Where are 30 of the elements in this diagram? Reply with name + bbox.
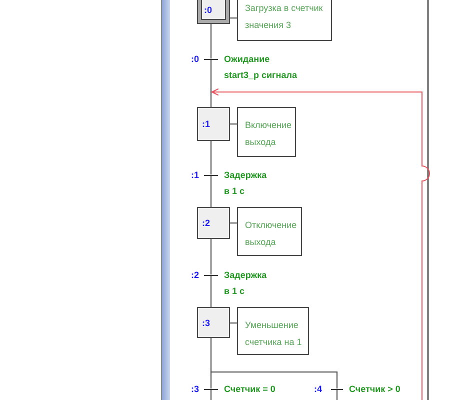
initial-step-box: :0 [197,0,230,24]
transition-number: :1 [190,169,199,181]
action-box: Уменьшение счетчика на 1 [237,307,309,355]
transition-condition: Счетчик = 0 [224,383,276,396]
transition-number: :0 [190,53,199,65]
link-line [230,222,238,224]
transition-number: :3 [190,383,199,395]
step-box: :3 [197,307,230,338]
action-box: Отключение выхода [237,207,302,256]
transition-condition: Счетчик > 0 [349,383,402,396]
transition-condition: Задержка в 1 с [224,169,268,198]
link-line [230,322,238,324]
link-line [210,389,212,400]
link-line [210,175,212,208]
link-line [210,238,212,275]
transition-number: :4 [314,383,322,395]
transition-number: :2 [190,269,199,281]
action-box: Включение выхода [237,107,296,157]
jump-arrow [211,88,430,400]
link-line [210,59,212,108]
link-line [210,140,212,175]
link-line [210,275,212,308]
link-line [210,24,212,59]
action-box: Загрузка в счетчик значения 3 [237,0,332,41]
step-box: :2 [197,207,230,239]
transition-condition: Ожидание start3_p сигнала [224,53,298,82]
link-line [210,338,338,389]
step-box: :1 [197,107,230,141]
link-line [336,389,338,400]
transition-condition: Задержка в 1 с [224,269,268,298]
